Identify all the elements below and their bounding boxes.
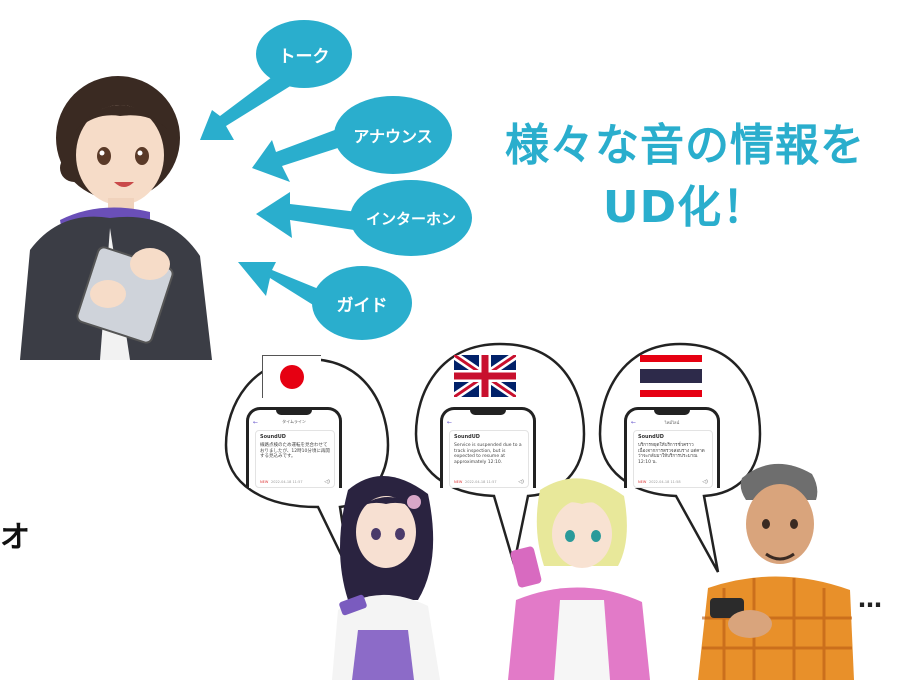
phone-nav-title: タイムライン bbox=[282, 419, 306, 424]
message-badge: NEW bbox=[260, 480, 269, 484]
phone-notch bbox=[470, 410, 506, 415]
bubble-announce-label: アナウンス bbox=[353, 127, 433, 146]
bubble-guide-label: ガイド bbox=[336, 295, 388, 316]
headline: 様々な音の情報を UD化！ bbox=[470, 115, 900, 239]
app-name: SoundUD bbox=[260, 434, 286, 440]
headline-line-2: UD化！ bbox=[602, 182, 768, 233]
arrow-guide bbox=[238, 262, 326, 308]
phone-en: ← SoundUD Service is suspended due to a … bbox=[440, 407, 536, 488]
phone-ja: ← タイムライン SoundUD 線路点検のため運転を見合わせておりましたが、1… bbox=[246, 407, 342, 488]
message-timestamp: 2022-04-18 11:57 bbox=[465, 480, 497, 484]
arrow-intercom bbox=[256, 192, 358, 238]
app-name: SoundUD bbox=[638, 434, 664, 440]
speaker-illustration bbox=[20, 76, 212, 360]
message-card: SoundUD 線路点検のため運転を見合わせておりましたが、12時10分頃に再開… bbox=[255, 430, 335, 488]
message-text: Service is suspended due to a track insp… bbox=[454, 443, 522, 465]
message-badge: NEW bbox=[454, 480, 463, 484]
speaker-icon: ◁) bbox=[324, 479, 330, 485]
back-arrow-icon: ← bbox=[447, 419, 453, 426]
flag-uk bbox=[454, 355, 516, 397]
back-arrow-icon: ← bbox=[253, 419, 259, 426]
message-badge: NEW bbox=[638, 480, 647, 484]
speaker-icon: ◁) bbox=[518, 479, 524, 485]
message-timestamp: 2022-04-18 11:58 bbox=[649, 480, 681, 484]
listener-boy-illustration bbox=[508, 478, 650, 680]
bubble-talk: トーク bbox=[256, 20, 352, 88]
more-ellipsis: … bbox=[858, 585, 883, 613]
bubble-talk-label: トーク bbox=[278, 46, 330, 67]
headline-line-1: 様々な音の情報を bbox=[505, 120, 865, 171]
bubble-announce: アナウンス bbox=[334, 96, 452, 174]
listener-girl-illustration bbox=[332, 475, 440, 680]
bubble-intercom-label: インターホン bbox=[365, 209, 456, 228]
phone-notch bbox=[654, 410, 690, 415]
phone-notch bbox=[276, 410, 312, 415]
phone-nav-title bbox=[443, 419, 533, 429]
back-arrow-icon: ← bbox=[631, 419, 637, 426]
speaker-icon: ◁) bbox=[702, 479, 708, 485]
phone-th: ← ไทม์ไลน์ SoundUD บริการหยุดให้บริการชั… bbox=[624, 407, 720, 488]
bubble-guide: ガイド bbox=[312, 266, 412, 340]
edge-glyph: オ bbox=[0, 520, 30, 555]
message-text: บริการหยุดให้บริการชั่วคราวเนื่องจากการต… bbox=[638, 443, 705, 465]
arrow-announce bbox=[252, 128, 344, 182]
phone-nav-title: ไทม์ไลน์ bbox=[664, 420, 680, 425]
message-timestamp: 2022-04-18 11:57 bbox=[271, 480, 303, 484]
flag-japan bbox=[262, 355, 321, 398]
message-card: SoundUD Service is suspended due to a tr… bbox=[449, 430, 529, 488]
app-name: SoundUD bbox=[454, 434, 480, 440]
message-text: 線路点検のため運転を見合わせておりましたが、12時10分頃に再開する見込みです。 bbox=[260, 443, 330, 459]
message-card: SoundUD บริการหยุดให้บริการชั่วคราวเนื่อ… bbox=[633, 430, 713, 488]
flag-thailand bbox=[640, 355, 702, 397]
listener-man-illustration bbox=[698, 463, 854, 680]
flag-japan-disc bbox=[280, 365, 304, 389]
bubble-intercom: インターホン bbox=[350, 180, 472, 256]
